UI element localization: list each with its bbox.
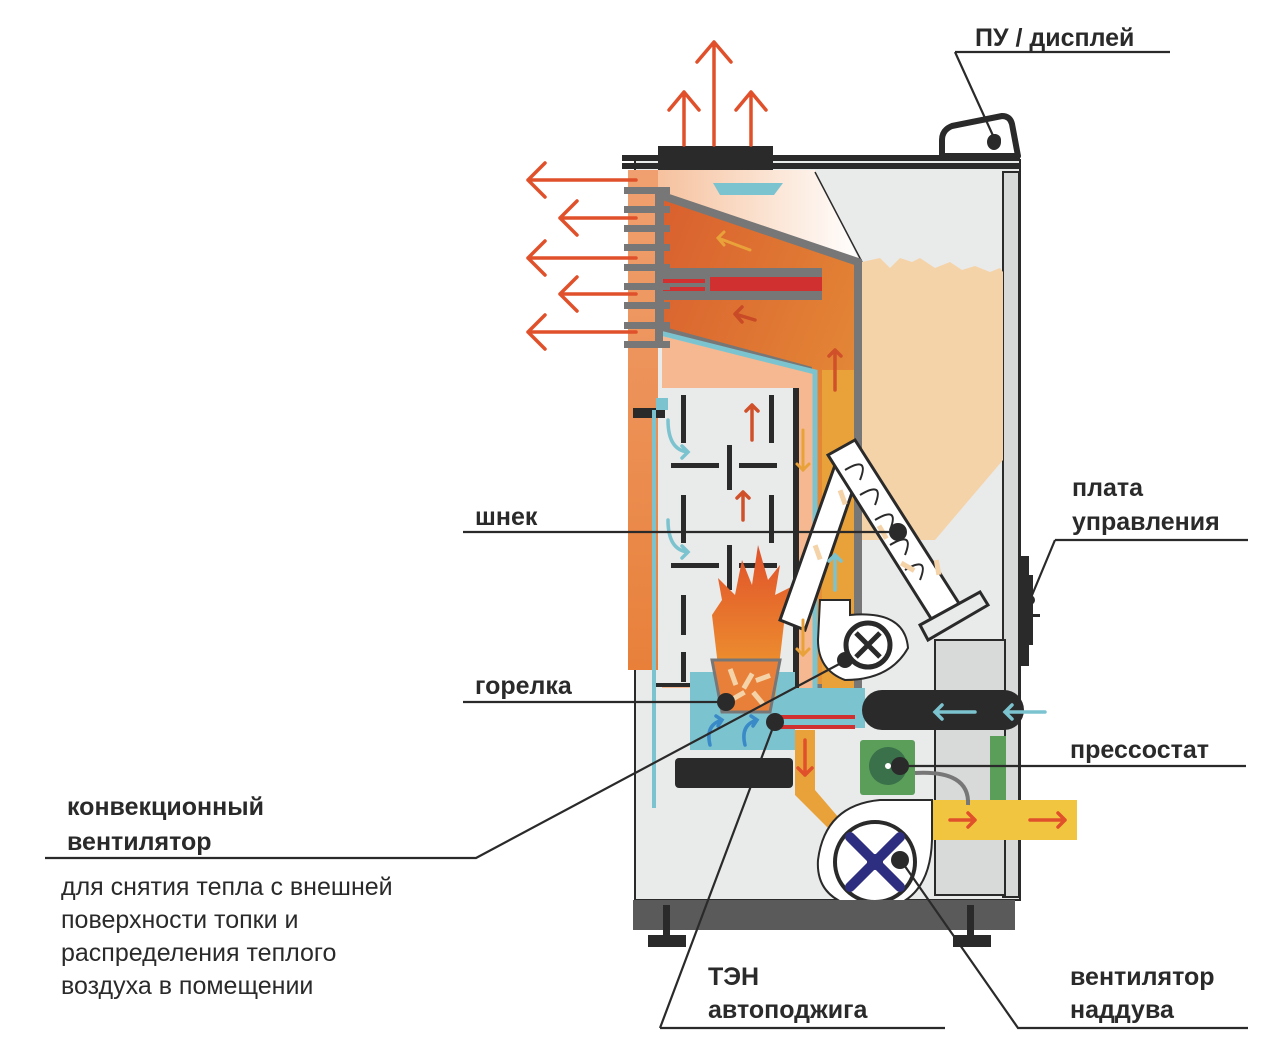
- leader-dot-burner: [717, 693, 735, 711]
- leader-dot-control-panel: [989, 134, 1001, 146]
- label-blower-fan-line2: наддува: [1070, 996, 1175, 1024]
- hot-air-arrows: [526, 40, 1067, 829]
- blower-fan: [816, 799, 933, 912]
- leader-dot-convection-fan: [837, 652, 853, 668]
- top-lid: [622, 146, 1020, 170]
- label-control-board-line1: плата: [1072, 474, 1144, 502]
- flue-tube: [660, 268, 822, 300]
- leader-dot-blower-fan: [891, 851, 909, 869]
- convection-fan-desc-line4: воздуха в помещении: [61, 972, 313, 1000]
- label-control-panel: ПУ / дисплей: [975, 24, 1134, 52]
- leader-control-board: [1028, 538, 1248, 601]
- leader-ignition-heater: [658, 721, 945, 1030]
- label-burner: горелка: [475, 672, 573, 700]
- label-control-board-line2: управления: [1072, 508, 1220, 536]
- pellet-hopper: [862, 258, 1003, 540]
- control-board: [1019, 556, 1040, 666]
- air-intake: [862, 690, 1024, 730]
- label-ignition-heater-line1: ТЭН: [708, 963, 759, 991]
- leader-dot-ignition-heater: [766, 713, 784, 731]
- convection-fan-desc-line2: поверхности топки и: [61, 906, 298, 934]
- convection-fan-desc-line1: для снятия тепла с внешней: [61, 873, 393, 901]
- label-auger: шнек: [475, 503, 538, 531]
- hopper-lid-line: [814, 171, 863, 263]
- flue-arrows: [715, 230, 811, 658]
- recirculation-arrows: [707, 714, 760, 747]
- leader-dot-auger: [889, 523, 907, 541]
- control-panel-display: [939, 113, 1021, 159]
- leader-blower-fan: [901, 861, 1248, 1030]
- leader-dot-pressure-switch: [891, 757, 909, 775]
- label-convection-fan-line2: вентилятор: [67, 828, 212, 856]
- label-convection-fan-line1: конвекционный: [67, 793, 264, 821]
- cold-air-arrows: [666, 418, 1047, 721]
- convection-fan-desc-line3: распределения теплого: [61, 939, 336, 967]
- deflector: [713, 183, 783, 195]
- leader-control-panel: [953, 50, 1170, 141]
- radiator-fins: [624, 187, 670, 348]
- boiler-base: [633, 900, 1015, 947]
- flue-outlet: [658, 146, 773, 170]
- leader-convection-fan: [45, 661, 844, 860]
- label-pressure-switch: прессостат: [1070, 736, 1209, 764]
- ash-drawer: [675, 758, 793, 788]
- label-ignition-heater-line2: автоподжига: [708, 996, 869, 1024]
- leader-dot-control-board: [1025, 595, 1035, 605]
- label-blower-fan-line1: вентилятор: [1070, 963, 1215, 991]
- pressure-switch: [860, 736, 1006, 806]
